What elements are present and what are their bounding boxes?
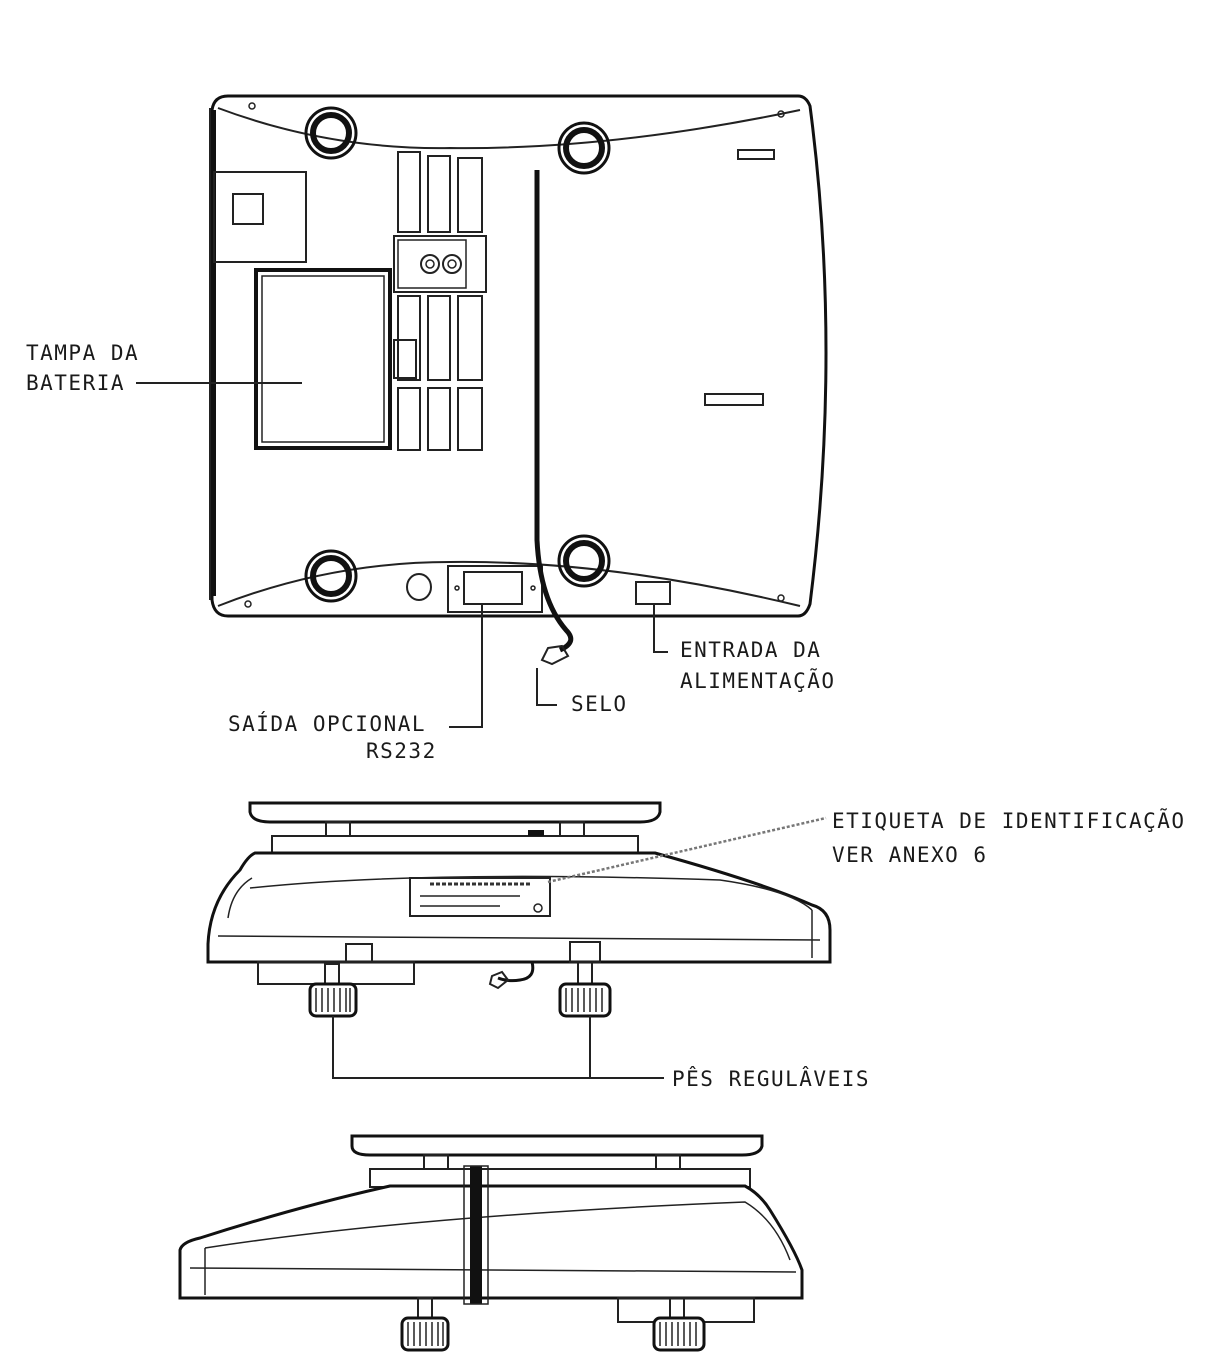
adjustable-foot-left (308, 963, 358, 1018)
foot-bottom-left (304, 549, 358, 603)
scale-bottom-view (209, 94, 828, 666)
id-label-line1: ETIQUETA DE IDENTIFICAÇÃO (832, 809, 1186, 833)
battery-cover-label-line1: TAMPA DA (26, 341, 140, 365)
adjustable-foot-rear-right (652, 1297, 706, 1352)
foot-top-right (557, 121, 611, 175)
adjustable-foot-right (558, 961, 612, 1018)
seal-strap (470, 1166, 482, 1304)
adjustable-feet-label: PÊS REGULÂVEIS (672, 1067, 871, 1091)
foot-top-left (304, 106, 358, 160)
rs232-label-line1: SAÍDA OPCIONAL (228, 712, 427, 736)
rs232-port (447, 565, 543, 613)
rs232-label-line2: RS232 (366, 739, 437, 763)
battery-cover (254, 268, 392, 450)
id-label-line2: VER ANEXO 6 (832, 843, 988, 867)
foot-bottom-right (557, 534, 611, 588)
adjustable-foot-rear-left (400, 1297, 450, 1352)
power-inlet-label-line2: ALIMENTAÇÃO (680, 669, 836, 693)
scale-side-view-1 (206, 801, 832, 1018)
identification-label (409, 877, 551, 917)
seal-wire (534, 170, 574, 653)
scale-side-view-2 (178, 1134, 804, 1352)
battery-cover-label-line2: BATERIA (26, 371, 126, 395)
power-inlet-label-line1: ENTRADA DA (680, 638, 822, 662)
seal-label: SELO (571, 692, 628, 716)
